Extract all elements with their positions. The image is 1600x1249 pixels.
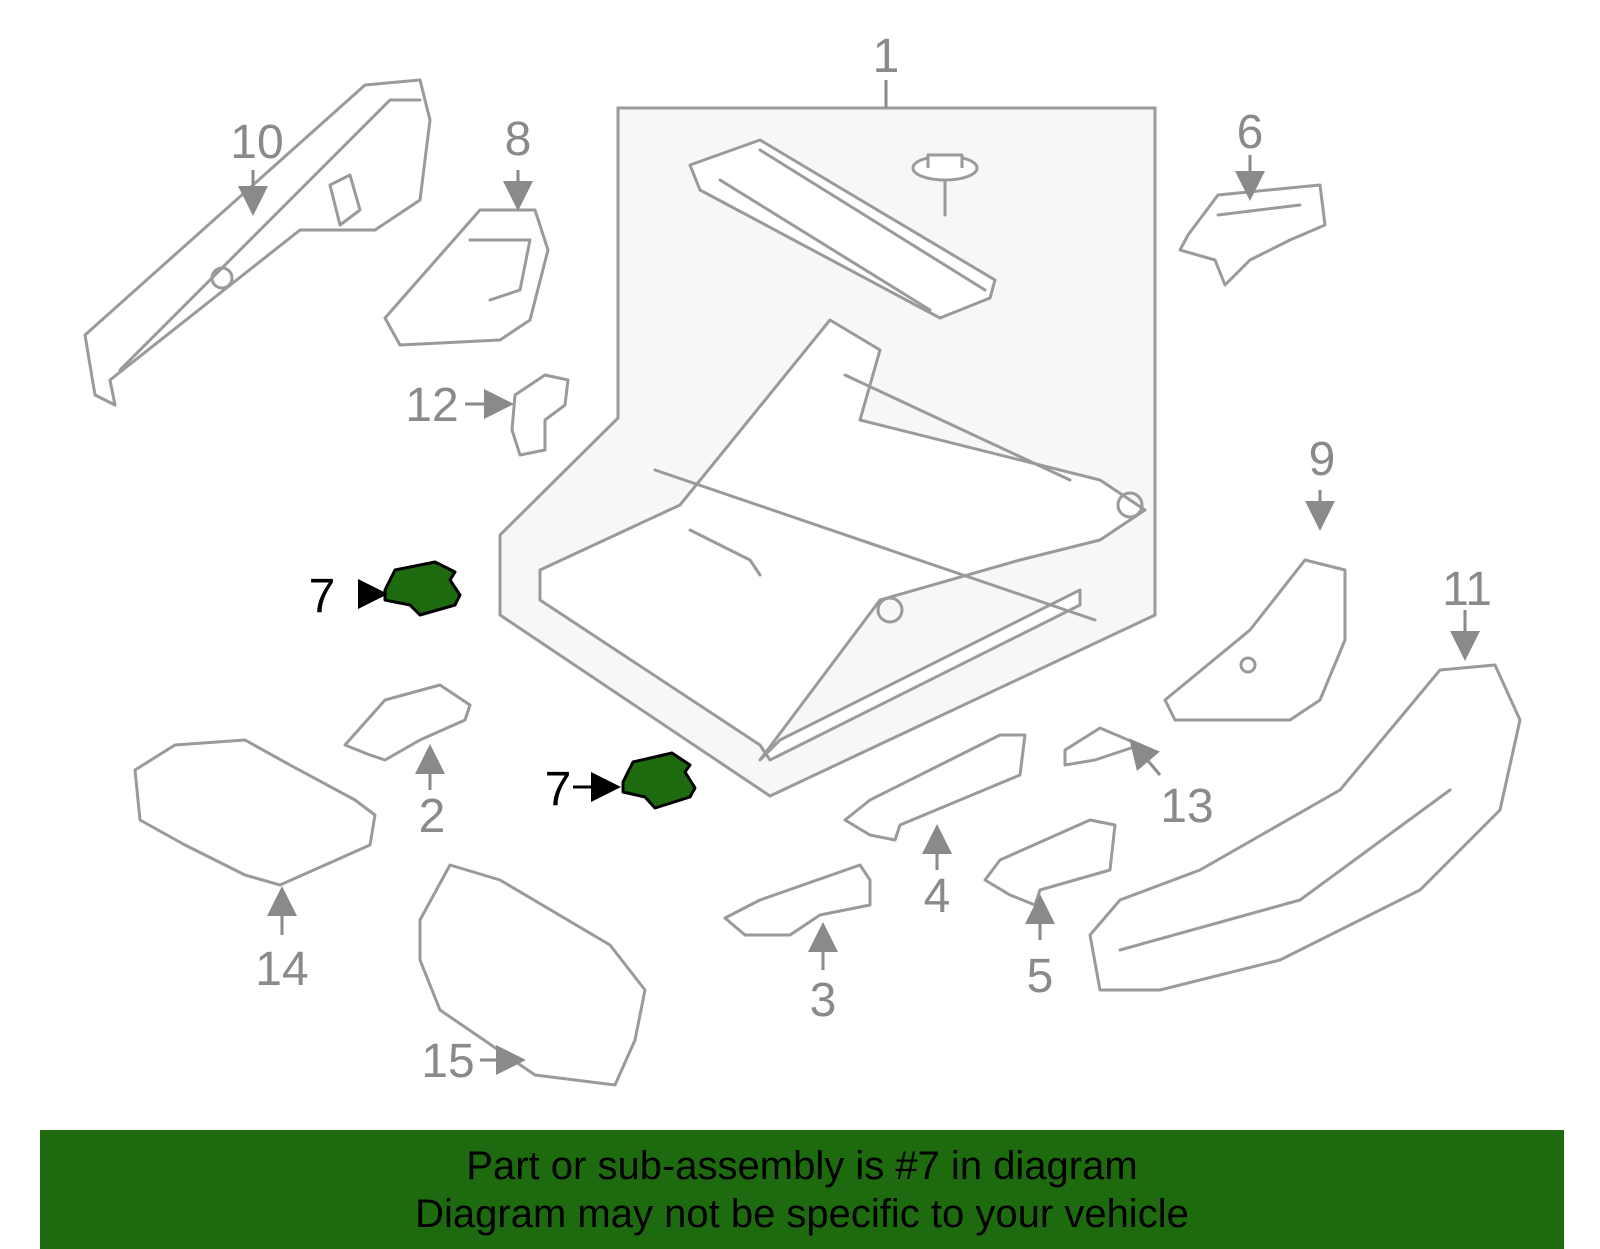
bolt-icon	[911, 153, 979, 217]
part-14	[133, 738, 377, 887]
part-12	[510, 373, 570, 457]
part-10	[83, 78, 432, 407]
info-banner: Part or sub-assembly is #7 in diagram Di…	[40, 1130, 1564, 1249]
part-8	[383, 208, 550, 347]
part-15	[418, 863, 647, 1087]
callout-11: 11	[1442, 563, 1492, 616]
part-3	[723, 863, 872, 937]
part-9	[1163, 558, 1347, 722]
callout-15: 15	[421, 1035, 474, 1088]
part-2	[343, 683, 472, 762]
callout-1: 1	[873, 30, 900, 83]
callout-9: 9	[1309, 433, 1336, 486]
part-7-upper[interactable]	[383, 560, 462, 617]
callout-7-upper: 7	[309, 570, 336, 623]
callout-10: 10	[230, 116, 283, 169]
callout-6: 6	[1237, 106, 1264, 159]
callout-12: 12	[405, 379, 458, 432]
seat-track-assembly	[498, 80, 1157, 798]
part-5	[983, 818, 1117, 907]
callout-14: 14	[255, 943, 308, 996]
banner-line-2: Diagram may not be specific to your vehi…	[415, 1191, 1189, 1236]
part-7-lower[interactable]	[621, 751, 697, 810]
callout-5: 5	[1027, 950, 1054, 1003]
part-6	[1178, 183, 1327, 287]
part-13	[1063, 726, 1142, 767]
callout-7-lower: 7	[545, 763, 572, 816]
part-11	[1088, 663, 1522, 992]
banner-line-1: Part or sub-assembly is #7 in diagram	[466, 1143, 1138, 1188]
callout-8: 8	[505, 113, 532, 166]
callout-3: 3	[810, 974, 837, 1027]
callout-4: 4	[924, 870, 951, 923]
callout-2: 2	[419, 790, 446, 843]
callout-13: 13	[1160, 780, 1213, 833]
part-4	[843, 733, 1027, 842]
